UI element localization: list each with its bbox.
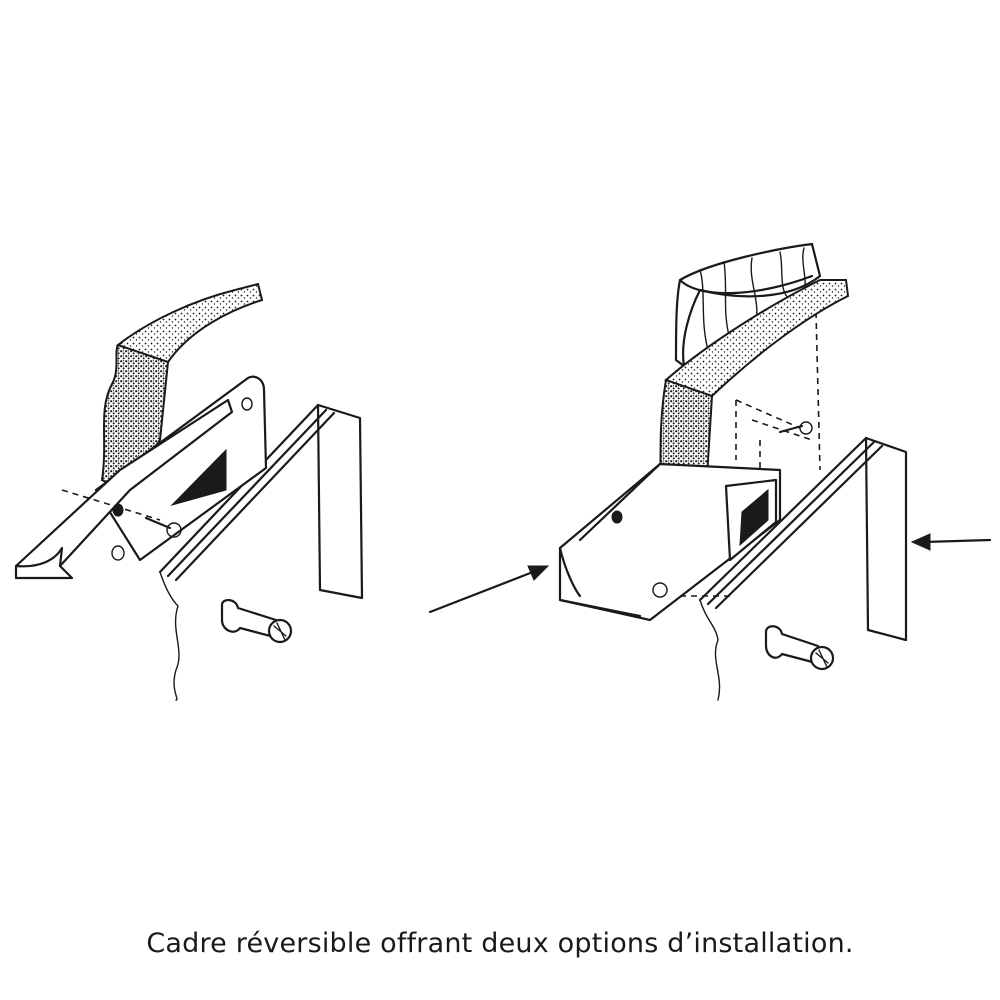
installation-option-2 <box>428 242 992 701</box>
door-panel <box>698 436 908 701</box>
small-screw <box>778 421 813 435</box>
mounting-screw <box>764 625 835 671</box>
reversible-frame <box>558 462 782 622</box>
small-screw <box>144 516 182 538</box>
frame-hole <box>241 397 253 411</box>
mounting-screw <box>220 599 293 644</box>
frame-hole <box>652 582 668 598</box>
door-panel <box>158 403 364 701</box>
installation-option-1 <box>14 282 364 701</box>
pointer-arrow-left <box>428 565 550 614</box>
frame-hole <box>112 503 124 517</box>
fabric-sleeve <box>674 242 822 368</box>
frame-hole <box>111 545 125 561</box>
foam-seal <box>100 282 264 490</box>
frame-hole <box>611 510 623 524</box>
pointer-arrow-right <box>910 533 992 551</box>
figure-caption: Cadre réversible offrant deux options d’… <box>146 928 854 959</box>
